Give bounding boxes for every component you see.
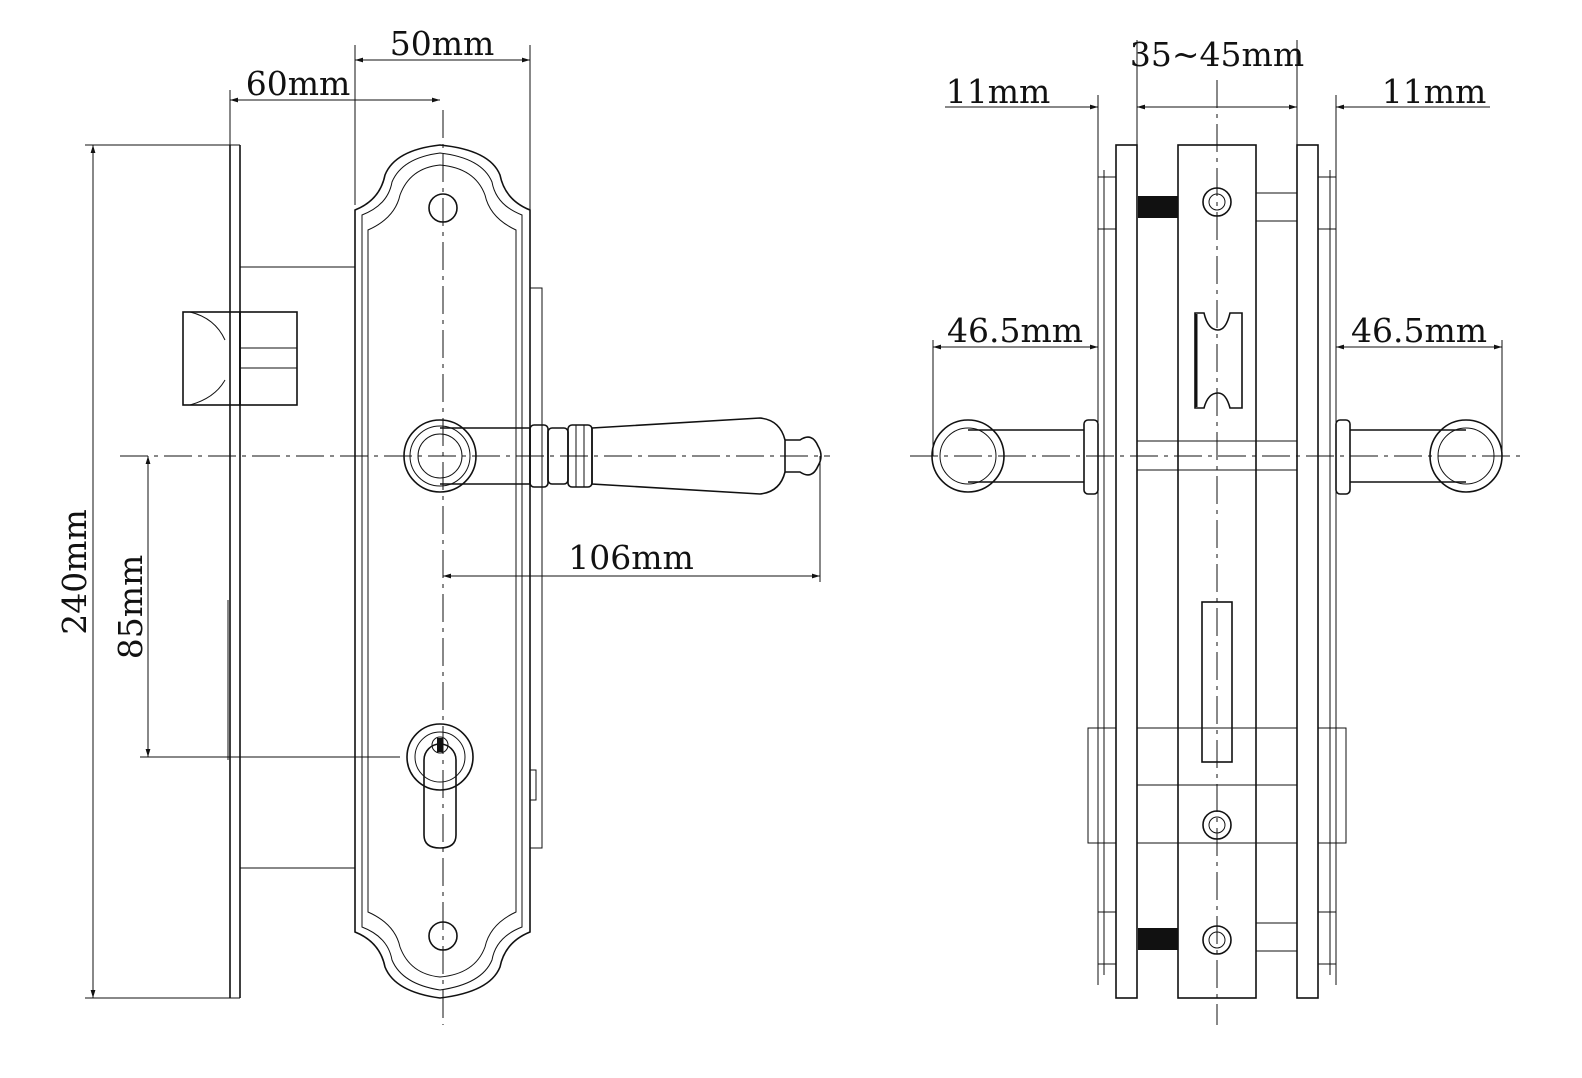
dim-11mm-right: 11mm [1335,72,1490,160]
dim-240mm: 240mm [55,144,240,999]
dim-label: 46.5mm [947,311,1083,350]
dim-label: 60mm [246,64,351,103]
escutcheon-plate [354,144,543,999]
left-plate [1087,144,1138,999]
left-handle [931,419,1099,495]
side-view: 35~45mm 11mm 11mm 46.5mm 46.5mm [910,35,1525,1025]
threaded-screw-bottom [1138,928,1178,950]
dim-label: 106mm [568,538,694,577]
dim-46-5mm-left: 46.5mm [932,311,1098,456]
dim-50mm: 50mm [354,24,531,210]
right-handle [1335,419,1503,495]
dim-label: 240mm [55,509,94,635]
dim-label: 11mm [1382,72,1487,111]
lock-body [227,145,355,998]
front-view: 50mm 60mm 240mm 85mm 106mm [55,24,830,1025]
dim-11mm-left: 11mm [945,72,1099,160]
dim-label: 46.5mm [1351,311,1487,350]
dim-label: 11mm [946,72,1051,111]
dim-label: 35~45mm [1130,35,1304,74]
dim-106mm: 106mm [443,456,821,582]
latch-bolt [182,311,298,406]
dim-label: 50mm [390,24,495,63]
threaded-screw-top [1138,196,1178,218]
dim-85mm: 85mm [111,456,400,758]
keyhole-cylinder [406,723,474,849]
dim-35-45mm: 35~45mm [1130,35,1304,145]
dim-label: 85mm [111,555,150,660]
dim-46-5mm-right: 46.5mm [1336,311,1503,456]
dim-60mm: 60mm [229,64,440,145]
right-plate [1296,144,1347,999]
